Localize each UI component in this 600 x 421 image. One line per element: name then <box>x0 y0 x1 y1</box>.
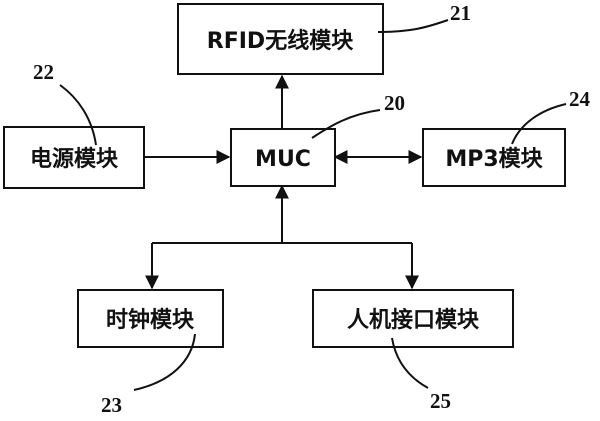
rfid-ref-leader <box>377 19 449 33</box>
rfid-module-label: RFID无线模块 <box>207 28 354 54</box>
clock-ref-number: 23 <box>101 393 122 417</box>
mcu-ref-leader <box>311 109 381 139</box>
power-module-label: 电源模块 <box>30 147 119 172</box>
power-ref-leader <box>59 84 97 146</box>
hmi-module-box: 人机接口模块 <box>312 289 514 348</box>
mcu-ref-number: 20 <box>384 91 405 115</box>
hmi-ref-number: 25 <box>430 389 451 413</box>
mp3-ref-leader <box>511 103 567 145</box>
mcu-label: MUC <box>255 147 311 172</box>
mp3-ref-number: 24 <box>569 87 591 111</box>
hmi-module-label: 人机接口模块 <box>347 308 480 333</box>
clock-module-box: 时钟模块 <box>77 289 224 348</box>
mp3-module-box: MP3模块 <box>422 128 566 187</box>
mcu-box: MUC <box>230 128 336 187</box>
power-module-box: 电源模块 <box>3 126 145 189</box>
mp3-module-label: MP3模块 <box>445 147 543 172</box>
rfid-ref-number: 21 <box>450 1 471 25</box>
clock-module-label: 时钟模块 <box>106 307 195 333</box>
power-ref-number: 22 <box>33 60 54 84</box>
rfid-module-box: RFID无线模块 <box>177 3 384 75</box>
clock-ref-leader <box>133 333 196 391</box>
hmi-ref-leader <box>391 337 429 389</box>
